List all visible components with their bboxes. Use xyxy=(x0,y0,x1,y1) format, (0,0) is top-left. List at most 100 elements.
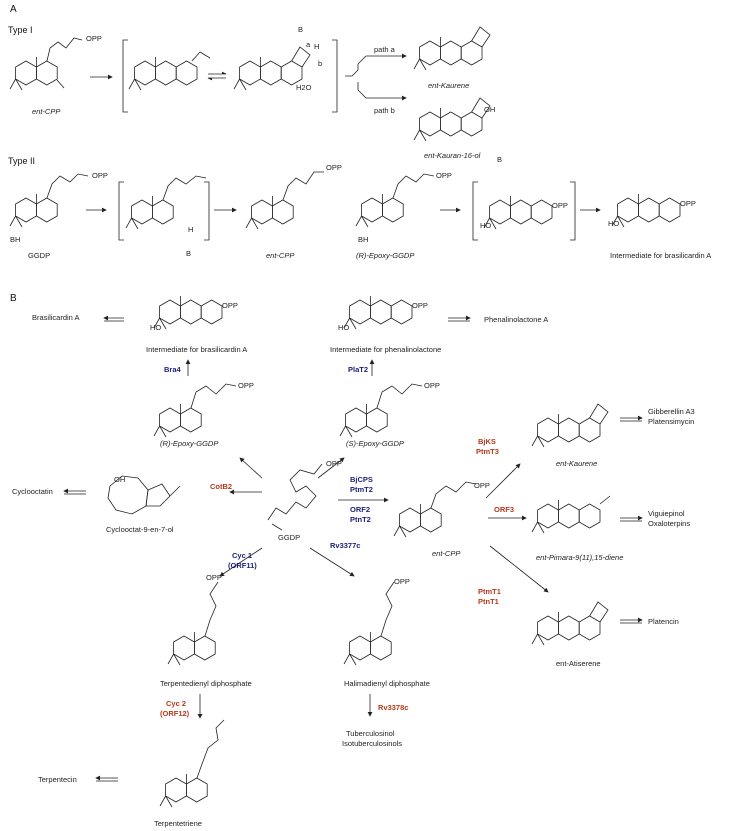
structure-tricyclic-cation xyxy=(483,195,553,230)
enzyme-bra4: Bra4 xyxy=(164,365,182,374)
ho-label-b1: HO xyxy=(150,323,161,332)
structure-cyclooctatenol xyxy=(107,475,181,515)
int-bras-name-a: Intermediate for brasilicardin A xyxy=(610,251,711,260)
structure-ent-pimara xyxy=(531,495,611,534)
enzyme-orf2: ORF2 xyxy=(350,505,370,514)
ggdp-name-b: GGDP xyxy=(278,533,300,542)
structure-ent-kauranol xyxy=(413,97,491,142)
enzyme-bjcps: BjCPS xyxy=(350,475,373,484)
structure-terpentedienyl xyxy=(167,581,219,666)
platensimycin-name: Platensimycin xyxy=(648,417,694,426)
structure-cation-1 xyxy=(128,51,211,91)
b-path-letter: b xyxy=(318,59,322,68)
opp-label-a3: OPP xyxy=(326,163,342,172)
opp-label-a1: OPP xyxy=(86,34,102,43)
ent-kauranol-name: ent-Kauran-16-ol xyxy=(424,151,481,160)
opp-label-b5: OPP xyxy=(326,459,342,468)
structure-int-phen xyxy=(343,295,413,330)
structure-int-bras-a xyxy=(611,193,681,228)
terpentedienyl-name: Terpentedienyl diphosphate xyxy=(160,679,252,688)
structure-terpentetriene xyxy=(159,719,225,808)
structure-ent-cpp-a xyxy=(9,37,83,91)
ho-label-a1: HO xyxy=(480,221,491,230)
structure-r-epoxy-a xyxy=(355,173,435,228)
enzyme-orf3: ORF3 xyxy=(494,505,514,514)
bracket-left-a3 xyxy=(472,181,478,241)
viguiepinol-name: Viguiepinol xyxy=(648,509,685,518)
enzyme-ptmt3: PtmT3 xyxy=(476,447,499,456)
enzyme-cyc2: Cyc 2 xyxy=(166,699,186,708)
arrow-ptmt1 xyxy=(489,545,549,593)
bracket-right-a3 xyxy=(570,181,576,241)
r-epoxy-name-a: (R)-Epoxy-GGDP xyxy=(356,251,414,260)
h-label-a1: H xyxy=(314,42,319,51)
structure-halimadienyl xyxy=(343,581,395,666)
ent-kaurene-name-a: ent-Kaurene xyxy=(428,81,469,90)
opp-label-b2: OPP xyxy=(412,301,428,310)
opp-label-b6: OPP xyxy=(474,481,490,490)
bracket-left-a xyxy=(122,39,128,113)
section-b-label: B xyxy=(10,293,17,304)
int-bras-name-b: Intermediate for brasilicardin A xyxy=(146,345,247,354)
arrow-path-b xyxy=(357,82,407,101)
r-epoxy-name-b: (R)-Epoxy-GGDP xyxy=(160,439,218,448)
bh-label: BH xyxy=(10,235,20,244)
opp-label-b7: OPP xyxy=(206,573,222,582)
enzyme-orf11: (ORF11) xyxy=(228,561,257,570)
terpentetriene-name: Terpentetriene xyxy=(154,819,202,828)
bracket-right-a2 xyxy=(204,181,210,241)
arrow-rv3377c xyxy=(309,547,355,577)
enzyme-ptnt2: PtnT2 xyxy=(350,515,371,524)
structure-bicyclic-cation xyxy=(125,175,207,230)
enzyme-bjks: BjKS xyxy=(478,437,496,446)
opp-label-b3: OPP xyxy=(238,381,254,390)
ho-label-b2: HO xyxy=(338,323,349,332)
ggdp-name-a: GGDP xyxy=(28,251,50,260)
b-label-a1: B xyxy=(298,25,303,34)
enzyme-rv3377c: Rv3377c xyxy=(330,541,360,550)
enzyme-ptnt1: PtnT1 xyxy=(478,597,499,606)
phenalinolactone-name: Phenalinolactone A xyxy=(484,315,548,324)
enzyme-rv3378c: Rv3378c xyxy=(378,703,408,712)
s-epoxy-name-b: (S)-Epoxy-GGDP xyxy=(346,439,404,448)
structure-ent-cpp-b xyxy=(393,481,477,538)
enzyme-orf12: (ORF12) xyxy=(160,709,190,718)
structure-ent-atiserene xyxy=(531,601,609,646)
ent-cpp-name-a: ent-CPP xyxy=(32,107,60,116)
structure-ent-cpp-a2 xyxy=(245,171,324,230)
arrow-bjks xyxy=(485,463,521,499)
enzyme-cyc1: Cyc 1 xyxy=(232,551,252,560)
bracket-right-a xyxy=(332,39,338,113)
structure-ggdp-b xyxy=(267,463,323,531)
int-phen-name: Intermediate for phenalinolactone xyxy=(330,345,441,354)
arrow-ggdp-r-epoxy xyxy=(239,457,263,479)
ent-cpp-name-b: ent-CPP xyxy=(432,549,460,558)
opp-label-b4: OPP xyxy=(424,381,440,390)
ent-cpp-name-a2: ent-CPP xyxy=(266,251,294,260)
terpentecin-name: Terpentecin xyxy=(38,775,77,784)
h2o-label: H2O xyxy=(296,83,312,92)
enzyme-plat2: PlaT2 xyxy=(348,365,368,374)
structure-ggdp-a xyxy=(9,173,89,228)
opp-label-a6: OPP xyxy=(680,199,696,208)
structure-ent-kaurene-a xyxy=(413,26,491,71)
ent-kaurene-name-b: ent-Kaurene xyxy=(556,459,597,468)
ent-pimara-name: ent-Pimara-9(11),15-diene xyxy=(536,553,623,562)
section-a-label: A xyxy=(10,4,17,15)
oh-label-cyclooctat: OH xyxy=(114,475,125,484)
cyclooctat-name: Cyclooctat-9-en-7-ol xyxy=(106,525,174,534)
structure-ent-kaurene-b xyxy=(531,403,609,448)
structure-s-epoxy-b xyxy=(339,383,423,438)
bracket-left-a2 xyxy=(118,181,124,241)
type-1-label: Type I xyxy=(8,25,33,35)
gibberellin-name: Gibberellin A3 xyxy=(648,407,695,416)
arrow-path-a xyxy=(345,53,407,77)
oxaloterpins-name: Oxaloterpins xyxy=(648,519,690,528)
a-path-letter: a xyxy=(306,40,311,49)
b-label-a2: B xyxy=(186,249,191,258)
enzyme-cotb2: CotB2 xyxy=(210,482,232,491)
structure-int-bras-b xyxy=(153,295,223,330)
opp-label-a4: OPP xyxy=(436,171,452,180)
